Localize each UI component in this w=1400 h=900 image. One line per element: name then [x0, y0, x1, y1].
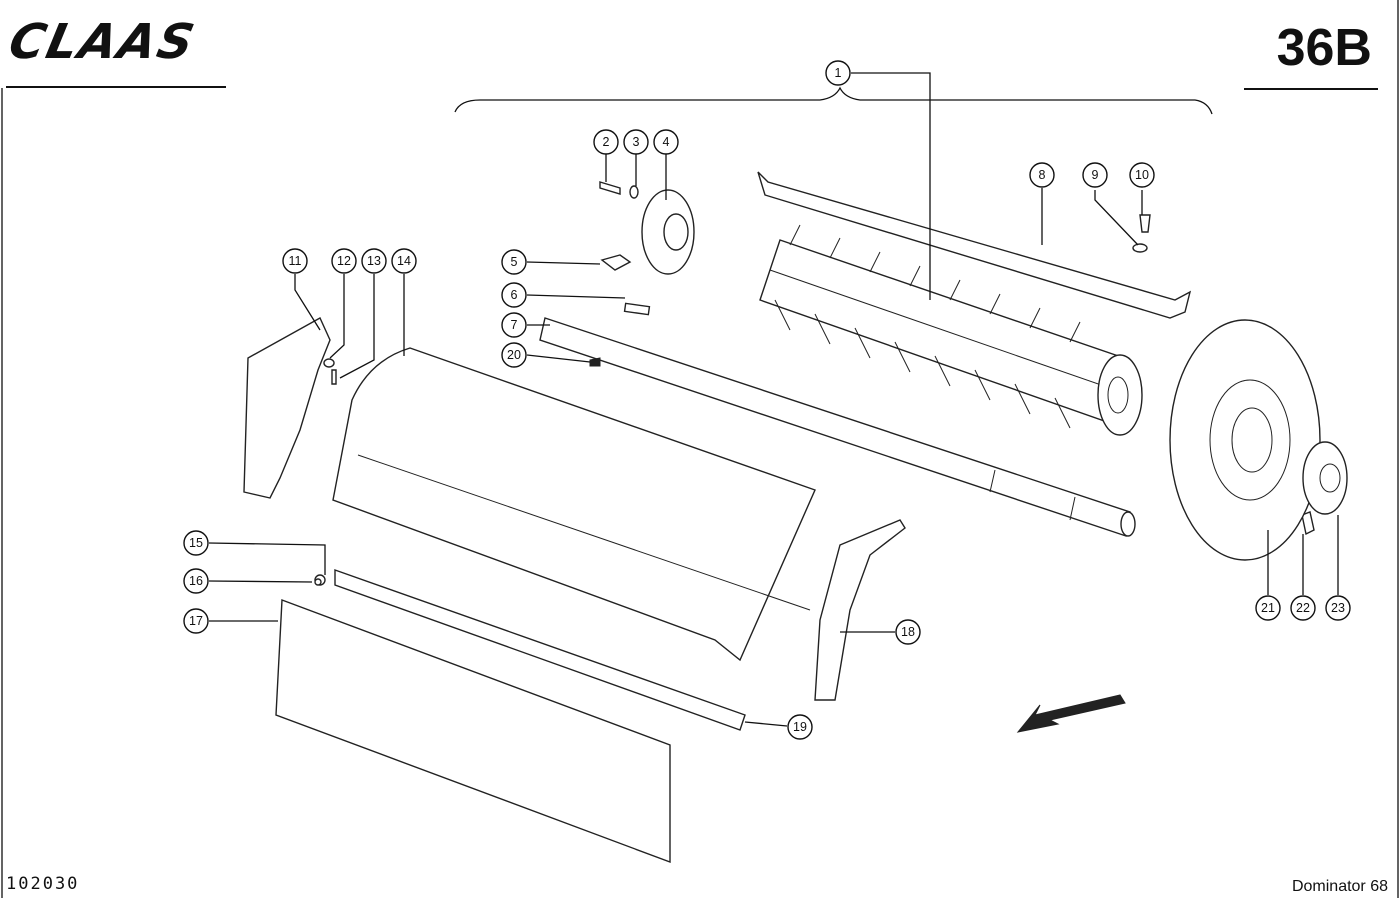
svg-text:4: 4 — [663, 135, 670, 149]
callout-11: 11 — [282, 248, 308, 274]
callout-14: 14 — [391, 248, 417, 274]
callout-1: 1 — [825, 60, 851, 86]
svg-text:9: 9 — [1092, 168, 1099, 182]
machine-model: Dominator 68 — [1291, 878, 1388, 895]
callout-19: 19 — [787, 714, 813, 740]
callout-13: 13 — [361, 248, 387, 274]
svg-text:15: 15 — [189, 536, 203, 550]
svg-text:19: 19 — [793, 720, 807, 734]
mounting-strip — [334, 569, 746, 731]
concave-sheet — [332, 347, 816, 662]
document-number: 102030 — [6, 874, 80, 894]
callout-17: 17 — [183, 608, 209, 634]
left-side-plate — [243, 317, 331, 499]
callout-7: 7 — [501, 312, 527, 338]
svg-text:23: 23 — [1331, 601, 1345, 615]
callout-5: 5 — [501, 249, 527, 275]
callout-8: 8 — [1029, 162, 1055, 188]
svg-text:18: 18 — [901, 625, 915, 639]
callout-9: 9 — [1082, 162, 1108, 188]
bearing-flange — [641, 189, 695, 275]
callout-4: 4 — [653, 129, 679, 155]
callout-10: 10 — [1129, 162, 1155, 188]
right-side-plate — [814, 519, 906, 701]
callout-6: 6 — [501, 282, 527, 308]
hub-disc — [1302, 441, 1348, 515]
callout-22: 22 — [1290, 595, 1316, 621]
callout-16: 16 — [183, 568, 209, 594]
callout-15: 15 — [183, 530, 209, 556]
svg-text:10: 10 — [1135, 168, 1149, 182]
svg-text:6: 6 — [511, 288, 518, 302]
rotor-drum — [759, 224, 1143, 436]
svg-text:17: 17 — [189, 614, 203, 628]
rubber-flap — [275, 599, 671, 864]
page-code: 36B — [1276, 19, 1372, 77]
cover-plate — [757, 171, 1192, 319]
leader-lines — [208, 72, 1339, 727]
svg-text:3: 3 — [633, 135, 640, 149]
callout-21: 21 — [1255, 595, 1281, 621]
svg-text:22: 22 — [1296, 601, 1310, 615]
header-rule-left — [6, 86, 226, 88]
callout-12: 12 — [331, 248, 357, 274]
svg-text:16: 16 — [189, 574, 203, 588]
svg-text:11: 11 — [289, 254, 302, 268]
svg-text:5: 5 — [511, 255, 518, 269]
direction-arrow — [1016, 694, 1126, 733]
small-hardware — [314, 181, 1315, 586]
svg-text:20: 20 — [507, 348, 521, 362]
svg-text:21: 21 — [1261, 601, 1275, 615]
callout-18: 18 — [895, 619, 921, 645]
svg-text:13: 13 — [367, 254, 381, 268]
assembly-bracket — [454, 86, 1213, 115]
callout-23: 23 — [1325, 595, 1351, 621]
header-rule-right — [1244, 88, 1378, 90]
svg-text:12: 12 — [337, 254, 351, 268]
svg-text:14: 14 — [397, 254, 411, 268]
callout-2: 2 — [593, 129, 619, 155]
callout-20: 20 — [501, 342, 527, 368]
end-disc — [1169, 319, 1321, 561]
shaft — [539, 317, 1136, 537]
svg-text:7: 7 — [511, 318, 518, 332]
svg-text:2: 2 — [603, 135, 610, 149]
callout-3: 3 — [623, 129, 649, 155]
svg-text:1: 1 — [835, 66, 842, 80]
svg-text:8: 8 — [1039, 168, 1046, 182]
